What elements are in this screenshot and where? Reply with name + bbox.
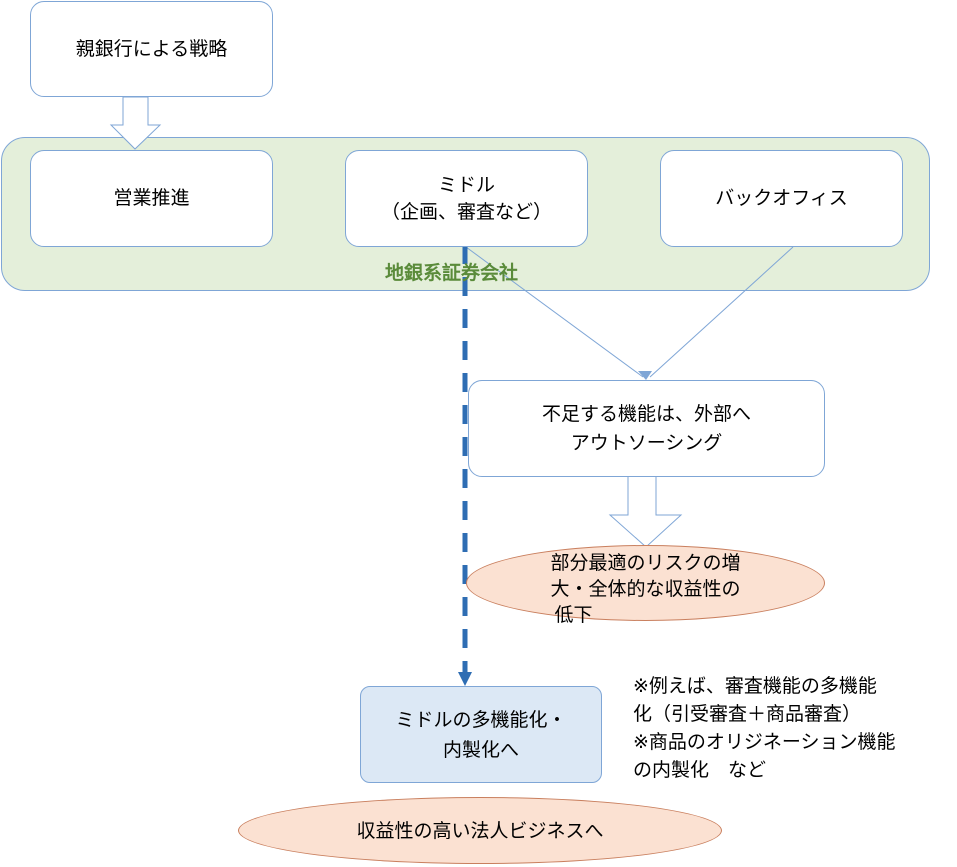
note-line-1: ※例えば、審査機能の多機能	[633, 675, 877, 697]
back-office-box: バックオフィス	[660, 150, 903, 247]
hollow-arrow-outsourcing-to-risk	[608, 475, 683, 548]
sales-promotion-box: 営業推進	[30, 150, 273, 247]
risk-ellipse: 部分最適のリスクの増 大・全体的な収益性の 低下	[466, 545, 825, 626]
note-line-2: 化（引受審査＋商品審査）	[633, 703, 862, 725]
line-middle-to-outsourcing	[465, 246, 644, 378]
parent-bank-strategy-box: 親銀行による戦略	[30, 1, 273, 97]
securities-company-label: 地銀系証券会社	[385, 262, 519, 284]
outsourcing-line-1: 不足する機能は、外部へ	[541, 402, 751, 425]
outsourcing-line-2: アウトソーシング	[570, 431, 723, 454]
dashed-arrowhead	[458, 672, 472, 686]
middle-multifunction-box: ミドルの多機能化・ 内製化へ	[360, 686, 602, 783]
example-note: ※例えば、審査機能の多機能 化（引受審査＋商品審査） ※商品のオリジネーション機…	[633, 672, 896, 784]
sales-promotion-label: 営業推進	[113, 187, 190, 209]
middle-office-box: ミドル （企画、審査など）	[345, 150, 588, 247]
line-back-to-outsourcing	[649, 246, 794, 378]
middle-office-sublabel: （企画、審査など）	[380, 200, 552, 223]
profitable-business-label: 収益性の高い法人ビジネスへ	[356, 819, 604, 842]
profitable-business-ellipse: 収益性の高い法人ビジネスへ	[238, 797, 722, 864]
note-line-4: の内製化 など	[633, 759, 767, 781]
outsourcing-box: 不足する機能は、外部へ アウトソーシング	[468, 380, 825, 477]
risk-line-1: 部分最適のリスクの増	[550, 552, 741, 574]
parent-bank-strategy-label: 親銀行による戦略	[75, 37, 228, 60]
multifunction-line-1: ミドルの多機能化・	[395, 708, 567, 731]
note-line-3: ※商品のオリジネーション機能	[633, 731, 896, 753]
risk-line-2: 大・全体的な収益性の	[550, 578, 741, 600]
back-office-label: バックオフィス	[715, 187, 848, 209]
arrowhead-into-outsourcing	[638, 371, 652, 380]
middle-office-label: ミドル	[437, 173, 495, 196]
risk-line-3: 低下	[554, 604, 593, 626]
hollow-arrow-strategy-to-sales	[109, 96, 162, 150]
multifunction-line-2: 内製化へ	[442, 738, 519, 761]
